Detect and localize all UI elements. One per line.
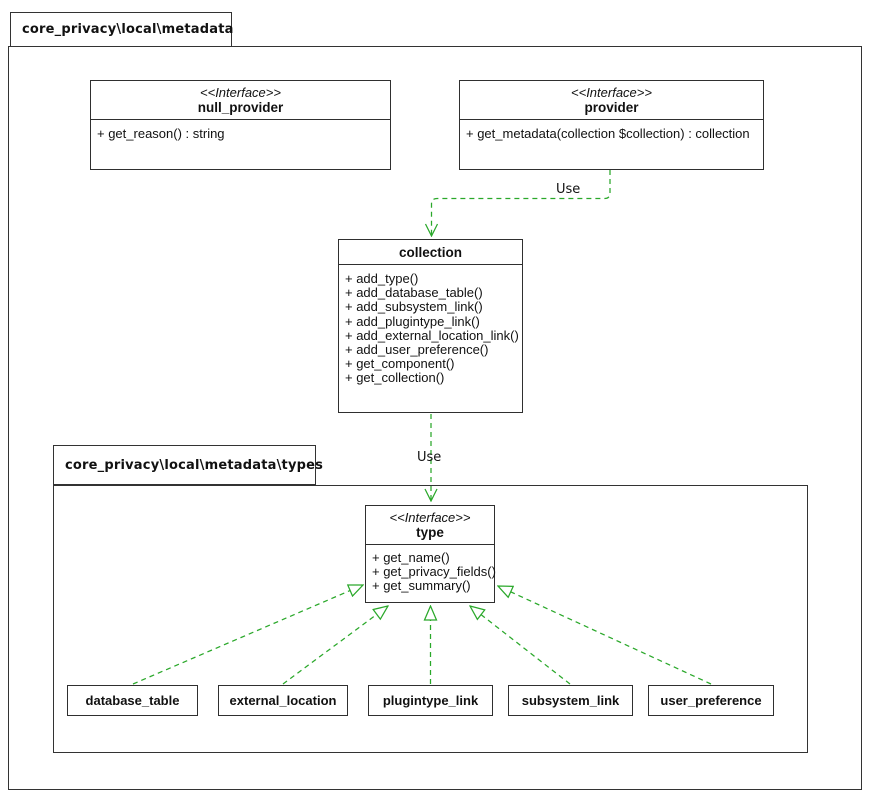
method-item: + get_summary() <box>372 578 471 594</box>
method-item: + get_component() <box>345 356 455 372</box>
class-name-subsystem-link: subsystem_link <box>521 693 620 708</box>
class-box-provider: <<Interface>> provider + get_metadata(co… <box>459 80 764 170</box>
method-item: + add_type() <box>345 271 419 286</box>
stereotype-label: <<Interface>> <box>389 510 471 525</box>
class-box-type: <<Interface>> type + get_name() + get_pr… <box>365 505 496 603</box>
method-item: + get_name() <box>372 550 450 565</box>
class-box-database-table: database_table <box>67 685 198 716</box>
method-item: + get_reason() : string <box>97 126 225 141</box>
method-item: + get_metadata(collection $collection) :… <box>466 126 750 141</box>
method-list-type: + get_name() + get_privacy_fields() + ge… <box>366 545 496 594</box>
class-name-plugintype-link: plugintype_link <box>382 693 479 708</box>
method-item: + get_collection() <box>345 370 445 386</box>
class-box-user-preference: user_preference <box>648 685 774 716</box>
class-header-collection: collection <box>339 240 522 265</box>
class-header-null-provider: <<Interface>> null_provider <box>91 81 390 120</box>
class-name-collection: collection <box>398 245 462 260</box>
class-box-null-provider: <<Interface>> null_provider + get_reason… <box>90 80 391 170</box>
method-item: + add_plugintype_link() <box>345 313 480 329</box>
package-frame-metadata <box>8 46 862 790</box>
package-tab-metadata: core_privacy\local\metadata <box>10 12 234 47</box>
class-name-user-preference: user_preference <box>660 693 762 708</box>
package-label-types: core_privacy\local\metadata\types <box>65 457 324 473</box>
use-dependency-label-provider: Use <box>556 182 581 197</box>
stereotype-label: <<Interface>> <box>200 85 281 100</box>
method-list-collection: + add_type() + add_database_table() + ad… <box>339 265 522 386</box>
method-item: + add_external_location_link() <box>345 327 519 343</box>
class-name-type: type <box>416 525 444 540</box>
method-item: + add_database_table() <box>345 285 483 301</box>
class-box-subsystem-link: subsystem_link <box>508 685 633 716</box>
method-item: + add_user_preference() <box>345 342 489 358</box>
class-box-external-location: external_location <box>218 685 348 716</box>
method-item: + add_subsystem_link() <box>345 299 483 315</box>
package-label-metadata: core_privacy\local\metadata <box>22 22 234 37</box>
stereotype-label: <<Interface>> <box>571 85 652 100</box>
method-item: + get_privacy_fields() <box>372 564 496 580</box>
class-box-plugintype-link: plugintype_link <box>368 685 493 716</box>
class-name-null-provider: null_provider <box>197 100 284 115</box>
class-header-provider: <<Interface>> provider <box>460 81 763 120</box>
package-tab-types: core_privacy\local\metadata\types <box>53 445 323 485</box>
class-name-external-location: external_location <box>229 693 337 708</box>
class-name-database-table: database_table <box>85 693 180 708</box>
method-list-null-provider: + get_reason() : string <box>91 120 390 141</box>
method-list-provider: + get_metadata(collection $collection) :… <box>460 120 763 141</box>
class-header-type: <<Interface>> type <box>366 506 494 545</box>
class-box-collection: collection + add_type() + add_database_t… <box>338 239 523 413</box>
class-name-provider: provider <box>584 100 639 115</box>
use-dependency-label-collection: Use <box>417 450 442 465</box>
